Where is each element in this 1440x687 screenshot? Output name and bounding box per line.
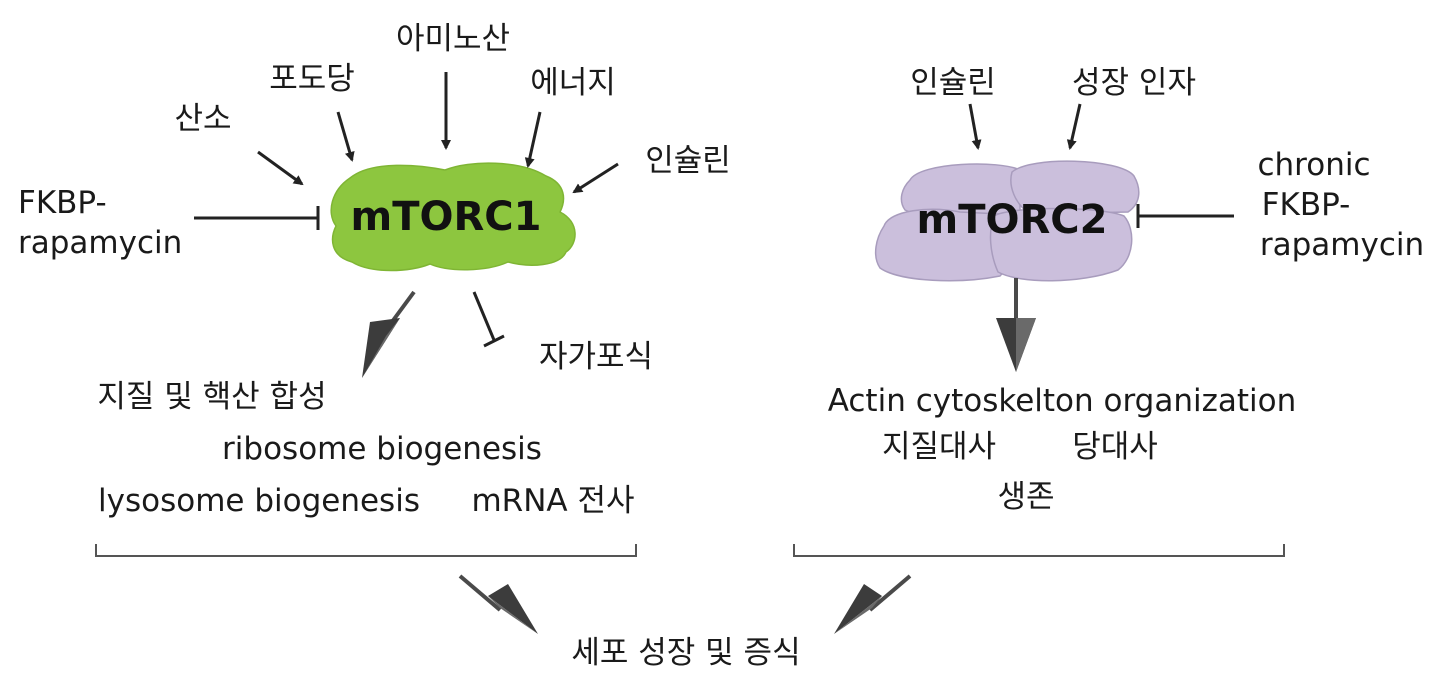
arrow-insulin-1 <box>572 162 619 194</box>
mtorc2-complex-shape <box>874 160 1140 282</box>
output-actin-organization: Actin cytoskelton organization <box>827 383 1297 419</box>
inhibition-mtorc1 <box>194 206 320 230</box>
inhibitor-chronic-line1: chronic <box>1257 147 1371 183</box>
output-lipid-nucleic-synthesis: 지질 및 핵산 합성 <box>97 379 327 415</box>
inhibition-autophagy <box>472 291 505 348</box>
final-outcome-label: 세포 성장 및 증식 <box>571 635 801 671</box>
mtorc1-label: mTORC1 <box>350 194 542 240</box>
mtorc1-complex-shape <box>330 162 576 272</box>
mtorc2-label: mTORC2 <box>916 197 1108 243</box>
inhibitor-fkbp-line1: FKBP- <box>18 185 107 221</box>
input-oxygen: 산소 <box>174 101 232 137</box>
mtorc2-output-arrow <box>996 278 1036 372</box>
input-insulin-mtorc1: 인슐린 <box>645 143 731 179</box>
output-lysosome-biogenesis: lysosome biogenesis <box>98 483 420 519</box>
output-ribosome-biogenesis: ribosome biogenesis <box>222 431 542 467</box>
bracket-mtorc2-outputs <box>793 544 1285 557</box>
output-mrna-transcription: mRNA 전사 <box>471 483 635 519</box>
inhibitor-fkbp-line2: FKBP- <box>1261 187 1351 223</box>
output-survival: 생존 <box>997 479 1055 515</box>
arrow-growth-factor <box>1066 103 1082 150</box>
input-glucose: 포도당 <box>269 61 355 97</box>
input-amino-acids: 아미노산 <box>395 21 511 57</box>
inhibition-mtorc2 <box>1136 204 1234 228</box>
input-energy: 에너지 <box>530 65 616 101</box>
arrow-insulin-2 <box>968 103 982 150</box>
arrow-to-outcome-right <box>834 574 912 634</box>
autophagy-label: 자가포식 <box>538 339 654 375</box>
inhibitor-rapamycin-line2: rapamycin <box>18 225 183 261</box>
output-glucose-metabolism: 당대사 <box>1072 429 1158 465</box>
output-lipid-metabolism: 지질대사 <box>881 429 997 465</box>
input-insulin-mtorc2: 인슐린 <box>910 65 996 101</box>
input-growth-factor: 성장 인자 <box>1072 65 1196 101</box>
bracket-mtorc1-outputs <box>95 544 637 557</box>
arrow-energy <box>524 111 542 168</box>
arrow-glucose <box>336 111 355 162</box>
mtorc1-output-arrow <box>362 290 416 378</box>
arrow-oxygen <box>257 150 304 186</box>
inhibitor-rapamycin-line3: rapamycin <box>1259 227 1425 263</box>
arrow-to-outcome-left <box>458 574 538 634</box>
